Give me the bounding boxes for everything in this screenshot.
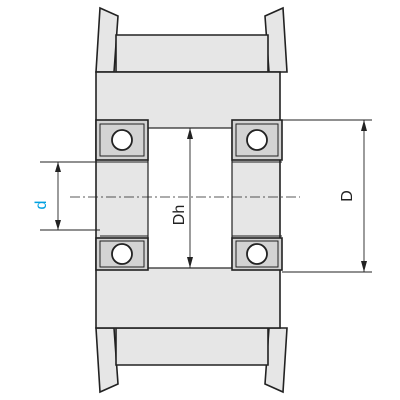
label-dh: Dh <box>171 205 188 225</box>
label-D: D <box>339 190 356 202</box>
label-d: d <box>33 201 50 210</box>
dimension-d <box>40 161 100 231</box>
top-flange <box>95 6 288 73</box>
bearing-bottom-right <box>231 235 283 271</box>
bearing-top-left <box>95 119 149 163</box>
bearing-bottom-left <box>95 235 149 271</box>
dimension-D <box>282 119 372 273</box>
bearing-top-right <box>231 119 283 163</box>
dimension-dh <box>187 128 193 268</box>
bottom-flange <box>95 327 288 394</box>
